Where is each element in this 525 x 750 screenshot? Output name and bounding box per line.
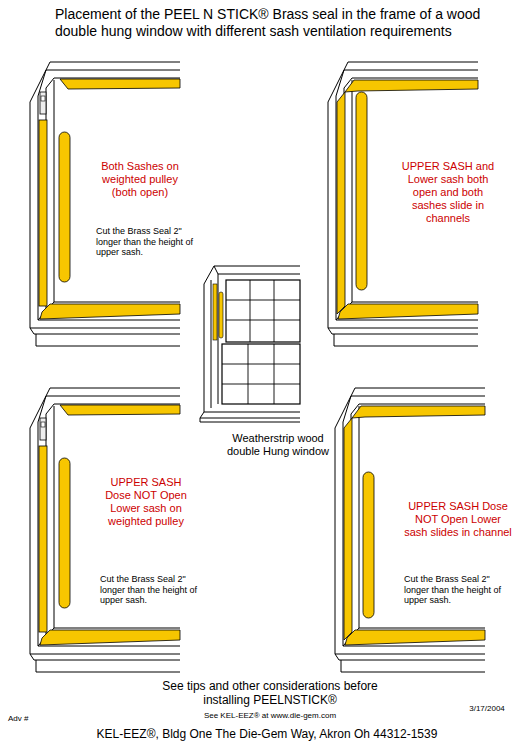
condition-note: UPPER SASH Dose NOT Open Lower sash on w… (100, 476, 192, 528)
condition-note: Both Sashes on weighted pulley (both ope… (96, 160, 184, 199)
tips-note: See tips and other considerations before… (150, 679, 390, 707)
cut-instruction: Cut the Brass Seal 2" longer than the he… (96, 226, 208, 258)
frame-top-left (30, 62, 180, 346)
brass-seal (39, 79, 180, 319)
condition-note: UPPER SASH Dose NOT Open Lower sash slid… (404, 500, 512, 539)
window-frame (30, 388, 180, 672)
ad-number: Adv # (8, 714, 58, 723)
date-stamp: 3/17/2004 (455, 704, 519, 713)
brass-seal (344, 406, 485, 645)
window-caption: Weatherstrip wood double Hung window (226, 432, 330, 458)
double-hung-window (200, 266, 300, 422)
frame-bottom-left (30, 388, 180, 672)
condition-note: UPPER SASH and Lower sash both open and … (396, 160, 500, 225)
cut-instruction: Cut the Brass Seal 2" longer than the he… (100, 574, 212, 606)
diagram-title: Placement of the PEEL N STICK® Brass sea… (55, 6, 485, 39)
website-note: See KEL-EEZ® at www.die-gem.com (150, 711, 390, 720)
window-frame (30, 62, 180, 346)
cut-instruction: Cut the Brass Seal 2" longer than the he… (404, 574, 516, 606)
company-address: KEL-EEZ®, Bldg One The Die-Gem Way, Akro… (52, 727, 482, 741)
